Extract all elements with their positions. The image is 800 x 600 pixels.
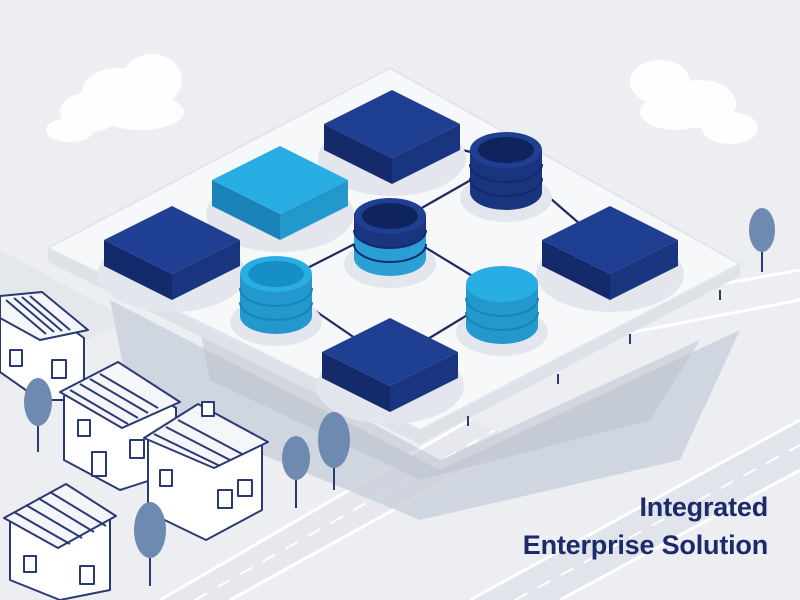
house-3 [143, 401, 269, 541]
platform-side [48, 248, 740, 444]
cloud-right-icon [630, 60, 758, 144]
platform-shadow-inner [200, 330, 700, 480]
block-bottom-server-block [316, 318, 464, 424]
tree-icon [749, 208, 775, 272]
house-4 [3, 483, 117, 600]
platform-shadow [110, 300, 740, 520]
house-1 [0, 291, 89, 401]
cylinder-center-database-icon [344, 198, 436, 288]
tree-icon [318, 412, 350, 490]
block-top-server-block [318, 90, 466, 196]
block-left-server-block [98, 206, 246, 312]
cylinder-top-right-database-icon [460, 132, 552, 222]
cloud-left-icon [46, 54, 184, 142]
tree-icon [24, 378, 52, 452]
cylinder-left-database-icon [230, 256, 322, 346]
caption: Integrated Enterprise Solution [523, 488, 768, 564]
cylinder-right-database-icon [456, 266, 548, 356]
block-upper-left-server-block [206, 146, 354, 252]
houses-group [0, 291, 269, 600]
street-posts [467, 290, 721, 426]
tree-icon [282, 436, 310, 508]
tree-icon [134, 502, 166, 586]
trees-group [24, 208, 775, 586]
caption-line-1: Integrated [639, 492, 768, 522]
caption-line-2: Enterprise Solution [522, 530, 768, 560]
network-nodes [98, 90, 684, 424]
block-right-server-block [536, 206, 684, 312]
